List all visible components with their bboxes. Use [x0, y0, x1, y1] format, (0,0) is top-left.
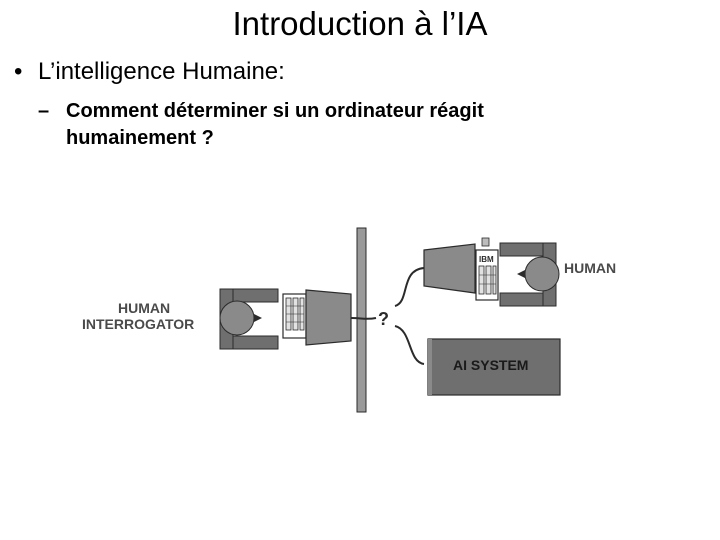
ai-system-label: AI SYSTEM [453, 357, 528, 373]
question-mark: ? [378, 309, 389, 329]
interrogator-head [220, 301, 254, 335]
human-nose [517, 270, 525, 278]
human-terminal: IBM [424, 238, 498, 300]
human-label: HUMAN [564, 260, 616, 276]
cable-to-ai [395, 326, 424, 364]
interrogator-label-line1: HUMAN [118, 300, 170, 316]
interrogator-terminal [283, 290, 351, 345]
cable-to-human [395, 268, 424, 306]
human-head [525, 257, 559, 291]
cable-interrogator [351, 318, 376, 319]
interrogator-nose [254, 314, 262, 322]
interrogator-label-line2: INTERROGATOR [82, 316, 194, 332]
dividing-wall [357, 228, 366, 412]
terminal-brand-label: IBM [479, 255, 494, 264]
